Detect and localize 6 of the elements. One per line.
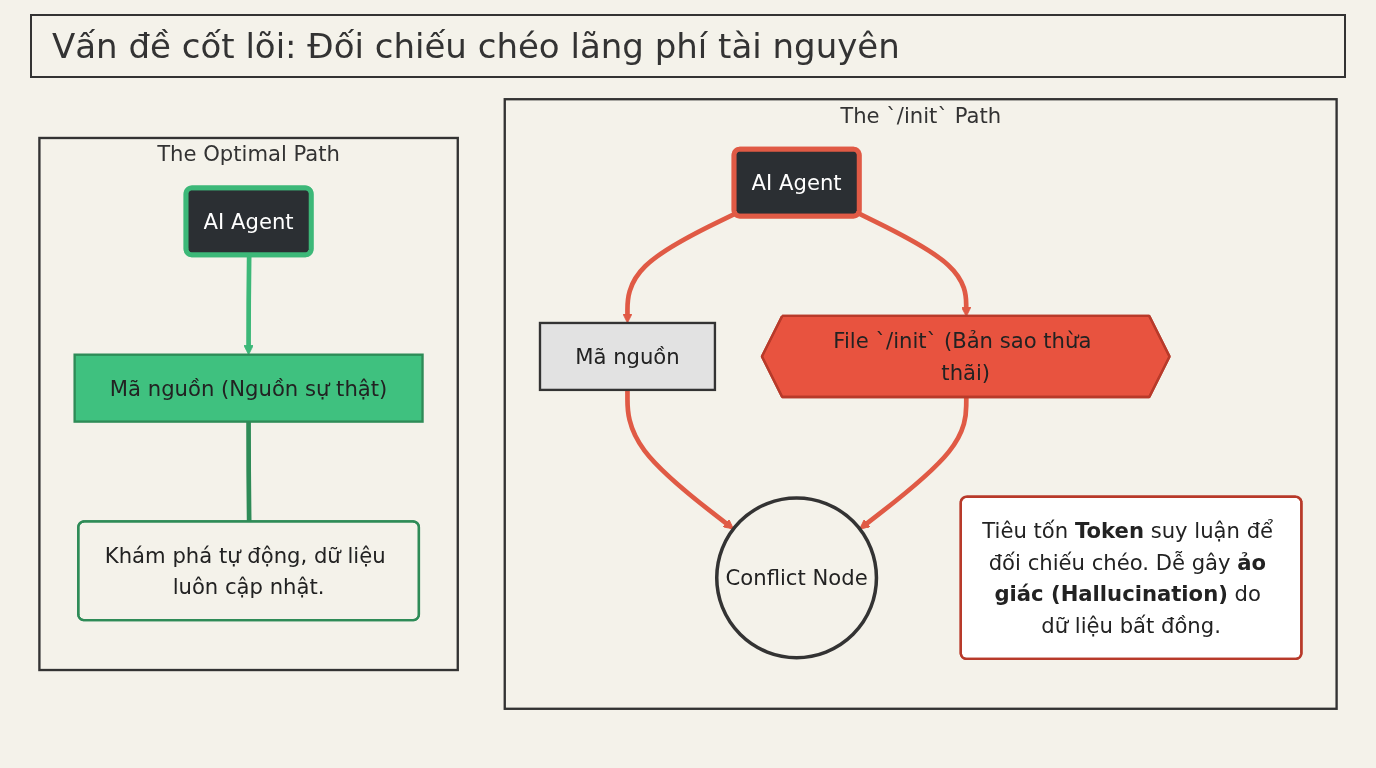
node-circle: Conflict Node	[715, 496, 879, 660]
title: Vấn đề cốt lõi: Đối chiếu chéo lãng phí tài nguyên	[30, 14, 1346, 78]
node-box: Mã nguồn	[538, 321, 717, 392]
arrow	[625, 389, 734, 530]
arrow	[859, 397, 969, 530]
node-box: Mã nguồn (Nguồn sự thật)	[73, 353, 424, 423]
